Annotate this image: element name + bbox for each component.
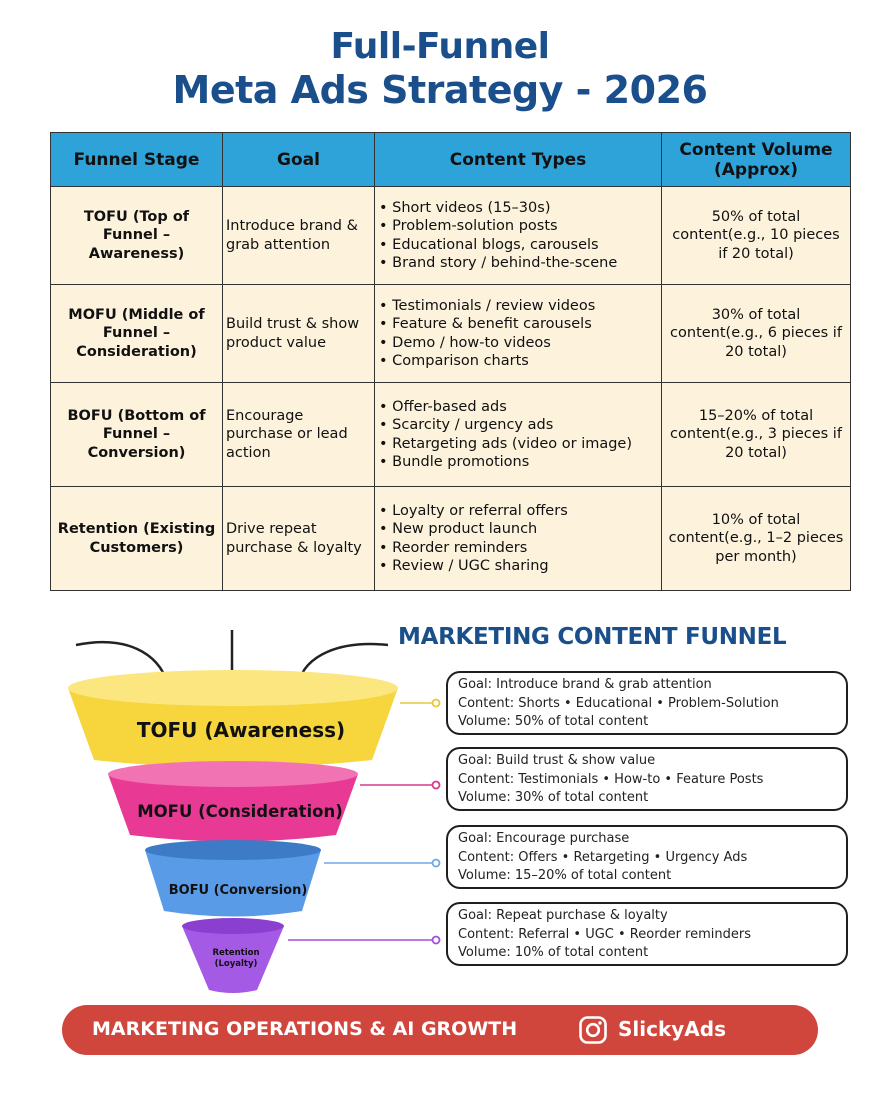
content-type-item: • Educational blogs, carousels	[379, 236, 599, 253]
content-type-item: • Scarcity / urgency ads	[379, 417, 554, 433]
funnel-stage-mofu: MOFU (Consideration)	[108, 761, 358, 842]
content-type-item: • New product launch	[379, 521, 538, 537]
info-goal: Goal: Repeat purchase & loyalty	[458, 908, 668, 923]
info-volume: Volume: 15–20% of total content	[458, 868, 672, 883]
content-type-item: • Reorder reminders	[379, 539, 528, 556]
info-box-mofu: Goal: Build trust & show value Content: …	[446, 747, 848, 811]
mofu-body	[108, 774, 358, 842]
funnel-stage-bofu: BOFU (Conversion)	[145, 840, 321, 917]
content-types-cell: • Offer-based ads • Scarcity / urgency a…	[374, 382, 662, 487]
retention-rim	[182, 918, 284, 934]
content-type-item: • Brand story / behind-the-scene	[379, 255, 618, 271]
connector-bofu	[324, 858, 441, 868]
stage-cell: BOFU (Bottom of Funnel – Conversion)	[50, 382, 223, 487]
content-types-cell: • Short videos (15–30s) • Problem-soluti…	[374, 186, 662, 285]
mofu-label: MOFU (Consideration)	[137, 802, 343, 821]
mofu-rim	[108, 761, 358, 787]
info-box-bofu: Goal: Encourage purchase Content: Offers…	[446, 825, 848, 889]
banner-text: MARKETING OPERATIONS & AI GROWTH	[92, 1018, 518, 1040]
header-content-volume: Content Volume (Approx)	[661, 132, 851, 187]
volume-cell: 50% of total content(e.g., 10 pieces if …	[661, 186, 851, 285]
content-type-item: • Bundle promotions	[379, 454, 530, 470]
funnel-stage-tofu: TOFU (Awareness)	[68, 670, 398, 768]
retention-label-line-2: (Loyalty)	[215, 959, 258, 969]
table-row: TOFU (Top of Funnel – Awareness) Introdu…	[50, 186, 851, 285]
info-goal: Goal: Introduce brand & grab attention	[458, 677, 712, 692]
brand-name[interactable]: SlickyAds	[618, 1017, 727, 1041]
content-type-item: • Problem-solution posts	[379, 218, 558, 234]
content-type-item: • Loyalty or referral offers	[379, 502, 568, 519]
info-box-tofu: Goal: Introduce brand & grab attention C…	[446, 671, 848, 735]
content-type-item: • Feature & benefit carousels	[379, 316, 592, 332]
info-content: Content: Shorts • Educational • Problem-…	[458, 695, 779, 711]
goal-cell: Drive repeat purchase & loyalty	[222, 486, 375, 591]
instagram-icon[interactable]	[578, 1015, 608, 1045]
info-volume: Volume: 50% of total content	[458, 714, 649, 729]
marketing-funnel-diagram: TOFU (Awareness) MOFU (Consideration) BO…	[68, 630, 441, 993]
info-content: Content: Testimonials • How-to • Feature…	[458, 771, 764, 787]
content-type-item: • Offer-based ads	[379, 398, 507, 415]
content-types-cell: • Loyalty or referral offers • New produ…	[374, 486, 662, 591]
info-volume: Volume: 10% of total content	[458, 945, 649, 960]
page-title-line-1: Full-Funnel	[330, 26, 551, 67]
content-type-item: • Comparison charts	[379, 353, 529, 369]
tofu-label: TOFU (Awareness)	[137, 718, 345, 742]
info-box-retention: Goal: Repeat purchase & loyalty Content:…	[446, 902, 848, 966]
retention-body	[182, 926, 284, 993]
volume-cell: 15–20% of total content(e.g., 3 pieces i…	[661, 382, 851, 487]
bofu-body	[145, 850, 321, 917]
stage-cell: TOFU (Top of Funnel – Awareness)	[50, 186, 223, 285]
table-row: MOFU (Middle of Funnel – Consideration) …	[50, 284, 851, 383]
content-types-cell: • Testimonials / review videos • Feature…	[374, 284, 662, 383]
content-type-item: • Review / UGC sharing	[379, 558, 549, 574]
content-type-item: • Retargeting ads (video or image)	[379, 435, 633, 452]
bofu-label: BOFU (Conversion)	[169, 883, 308, 898]
funnel-title: MARKETING CONTENT FUNNEL	[398, 624, 787, 650]
footer-banner: MARKETING OPERATIONS & AI GROWTH SlickyA…	[62, 1005, 818, 1055]
goal-cell: Encourage purchase or lead action	[222, 382, 375, 487]
info-goal: Goal: Build trust & show value	[458, 753, 656, 768]
strategy-table: Funnel Stage Goal Content Types Content …	[50, 132, 851, 591]
table-row: BOFU (Bottom of Funnel – Conversion) Enc…	[50, 382, 851, 487]
table-row: Retention (Existing Customers) Drive rep…	[50, 486, 851, 591]
info-content: Content: Referral • UGC • Reorder remind…	[458, 926, 751, 942]
page-title-line-2: Meta Ads Strategy - 2026	[172, 68, 708, 112]
tofu-body	[68, 688, 398, 768]
volume-cell: 10% of total content(e.g., 1–2 pieces pe…	[661, 486, 851, 591]
bofu-rim	[145, 840, 321, 860]
info-volume: Volume: 30% of total content	[458, 790, 649, 805]
tofu-rim	[68, 670, 398, 706]
goal-cell: Build trust & show product value	[222, 284, 375, 383]
content-type-item: • Short videos (15–30s)	[379, 199, 551, 216]
header-goal: Goal	[222, 132, 375, 187]
header-funnel-stage: Funnel Stage	[50, 132, 223, 187]
content-type-item: • Demo / how-to videos	[379, 334, 551, 351]
connector-mofu	[360, 780, 441, 790]
info-content: Content: Offers • Retargeting • Urgency …	[458, 849, 748, 865]
connector-retention	[288, 935, 441, 945]
funnel-stage-retention: Retention (Loyalty)	[182, 918, 284, 993]
info-goal: Goal: Encourage purchase	[458, 831, 630, 846]
connector-tofu	[400, 698, 441, 708]
volume-cell: 30% of total content(e.g., 6 pieces if 2…	[661, 284, 851, 383]
header-content-types: Content Types	[374, 132, 662, 187]
goal-cell: Introduce brand & grab attention	[222, 186, 375, 285]
retention-label-line-1: Retention	[212, 948, 259, 958]
stage-cell: Retention (Existing Customers)	[50, 486, 223, 591]
content-type-item: • Testimonials / review videos	[379, 297, 596, 314]
stage-cell: MOFU (Middle of Funnel – Consideration)	[50, 284, 223, 383]
table-header-row: Funnel Stage Goal Content Types Content …	[50, 132, 851, 187]
